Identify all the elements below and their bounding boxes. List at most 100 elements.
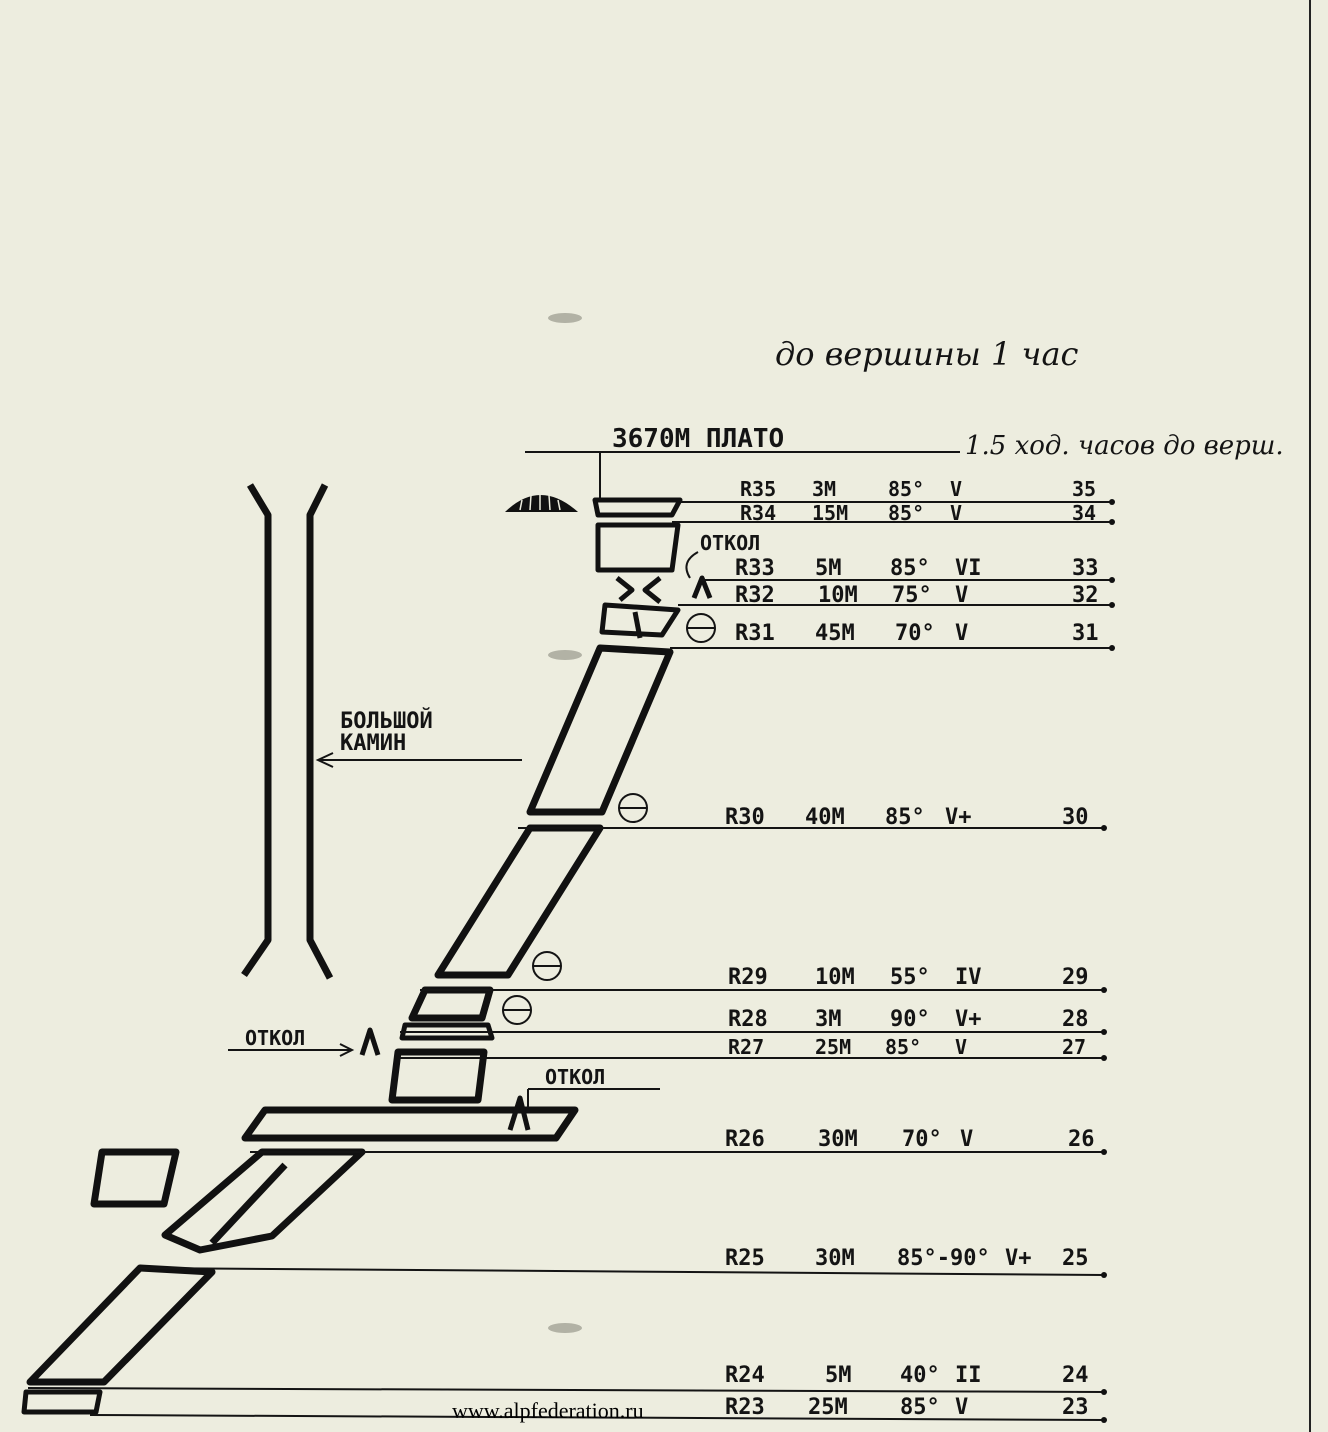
pitch-grade: V+: [955, 1007, 982, 1032]
pitch-length: 25М: [808, 1395, 848, 1420]
pitch-number: 25: [1062, 1246, 1089, 1271]
pitch-id: R30: [725, 805, 765, 830]
pitch-angle: 70°: [902, 1127, 942, 1152]
pitch-angle: 85°: [890, 556, 930, 581]
pitch-length: 40М: [805, 805, 845, 830]
pitch-length: 3М: [815, 1007, 842, 1032]
pitch-number: 29: [1062, 965, 1089, 990]
pitch-id: R27: [728, 1035, 764, 1059]
otkol-top-symbol: [691, 575, 713, 599]
pitch-length: 5М: [825, 1363, 852, 1388]
block-r24: [26, 1264, 216, 1386]
big-chimney-left-wall: [241, 483, 272, 977]
footer-url: www.alpfederation.ru: [452, 1398, 644, 1423]
pitch-grade: V+: [945, 805, 972, 830]
pitch-angle: 85°: [885, 805, 925, 830]
pitch-labels: R35 3М 85° V 35 R34 15М 85° V 34 R33 5М …: [725, 477, 1099, 1420]
pitch-length: 5М: [815, 556, 842, 581]
otkol-marker-top: ОТКОЛ: [685, 531, 760, 599]
otkol-mid-label: ОТКОЛ: [545, 1065, 605, 1089]
pitch-line-25: [139, 1267, 1105, 1276]
pitch-angle: 70°: [895, 621, 935, 646]
pitch-angle: 40°: [900, 1363, 940, 1388]
otkol-top-label: ОТКОЛ: [700, 531, 760, 555]
block-r25-mid: [209, 1162, 288, 1246]
block-r28: [408, 986, 494, 1022]
block-r26: [388, 1048, 488, 1104]
pitch-grade: IV: [955, 965, 982, 990]
pitch-grade: V: [955, 621, 968, 646]
pitch-grade: II: [955, 1363, 982, 1388]
pitch-id: R34: [740, 501, 776, 525]
otkol-marker-mid: ОТКОЛ: [507, 1065, 660, 1131]
theta-marker-r29: [532, 951, 562, 981]
route-line: [21, 497, 683, 1415]
pitch-id: R35: [740, 477, 776, 501]
pitch-number: 33: [1072, 556, 1099, 581]
pitch-id: R26: [725, 1127, 765, 1152]
pitch-number: 30: [1062, 805, 1089, 830]
pitch-grade: V: [950, 477, 962, 501]
block-r29: [434, 824, 604, 979]
block-r32-funnel: [615, 576, 662, 604]
pitch-grade: V+: [1005, 1246, 1032, 1271]
pitch-end-dots: [1101, 499, 1115, 1423]
pitch-length: 30М: [815, 1246, 855, 1271]
pitch-number: 28: [1062, 1007, 1089, 1032]
pitch-grade: V: [955, 1035, 967, 1059]
block-r31-mid: [632, 611, 643, 639]
pitch-number: 27: [1062, 1035, 1086, 1059]
big-chimney-label-line1: БОЛЬШОЙ: [340, 708, 433, 734]
pitch-lines: [27, 501, 1112, 1421]
pitch-id: R29: [728, 965, 768, 990]
pitch-number: 23: [1062, 1395, 1089, 1420]
plateau-note: 1.5 ход. часов до верш.: [965, 431, 1284, 461]
pitch-id: R33: [735, 556, 775, 581]
pitch-length: 25М: [815, 1035, 851, 1059]
pitch-angle: 85°: [888, 501, 924, 525]
pitch-id: R32: [735, 583, 775, 608]
big-chimney-label-line2: КАМИН: [340, 731, 406, 756]
pitch-angle: 85°: [900, 1395, 940, 1420]
pitch-angle: 55°: [890, 965, 930, 990]
block-r27: [399, 1022, 495, 1041]
block-r23: [21, 1389, 103, 1415]
pitch-id: R24: [725, 1363, 765, 1388]
block-r30: [526, 644, 674, 816]
big-chimney-arrowhead: [315, 752, 334, 768]
otkol-left-label: ОТКОЛ: [245, 1026, 305, 1050]
pitch-number: 32: [1072, 583, 1099, 608]
pitch-angle: 75°: [892, 583, 932, 608]
cornice-symbol: [505, 495, 578, 512]
big-chimney-right-wall: [306, 483, 334, 980]
pitch-id: R25: [725, 1246, 765, 1271]
block-r26-wide: [241, 1106, 579, 1142]
to-summit-note: до вершины 1 час: [775, 335, 1079, 373]
theta-marker-r28: [502, 995, 532, 1025]
theta-marker-r30: [618, 793, 648, 823]
pitch-id: R28: [728, 1007, 768, 1032]
pitch-id: R31: [735, 621, 775, 646]
scan-smudge: [548, 1323, 582, 1333]
pitch-line-23: [89, 1414, 1105, 1421]
pitch-number: 31: [1072, 621, 1099, 646]
pitch-angle: 90°: [890, 1007, 930, 1032]
pitch-length: 15М: [812, 501, 848, 525]
pitch-angle: 85°: [885, 1035, 921, 1059]
pitch-line-24: [27, 1387, 1105, 1393]
block-r25: [161, 1148, 366, 1254]
pitch-number: 24: [1062, 1363, 1089, 1388]
pitch-angle: 85°-90°: [897, 1246, 990, 1271]
block-r31: [599, 602, 681, 638]
pitch-length: 10М: [818, 583, 858, 608]
pitch-id: R23: [725, 1395, 765, 1420]
pitch-angle: 85°: [888, 477, 924, 501]
pitch-number: 35: [1072, 477, 1096, 501]
scan-smudge: [548, 313, 582, 323]
otkol-marker-left: ОТКОЛ: [228, 1026, 381, 1057]
pitch-length: 3М: [812, 477, 836, 501]
theta-markers: [502, 613, 716, 1025]
otkol-left-symbol: [359, 1027, 381, 1056]
plateau-label: 3670М ПЛАТО: [612, 424, 784, 454]
